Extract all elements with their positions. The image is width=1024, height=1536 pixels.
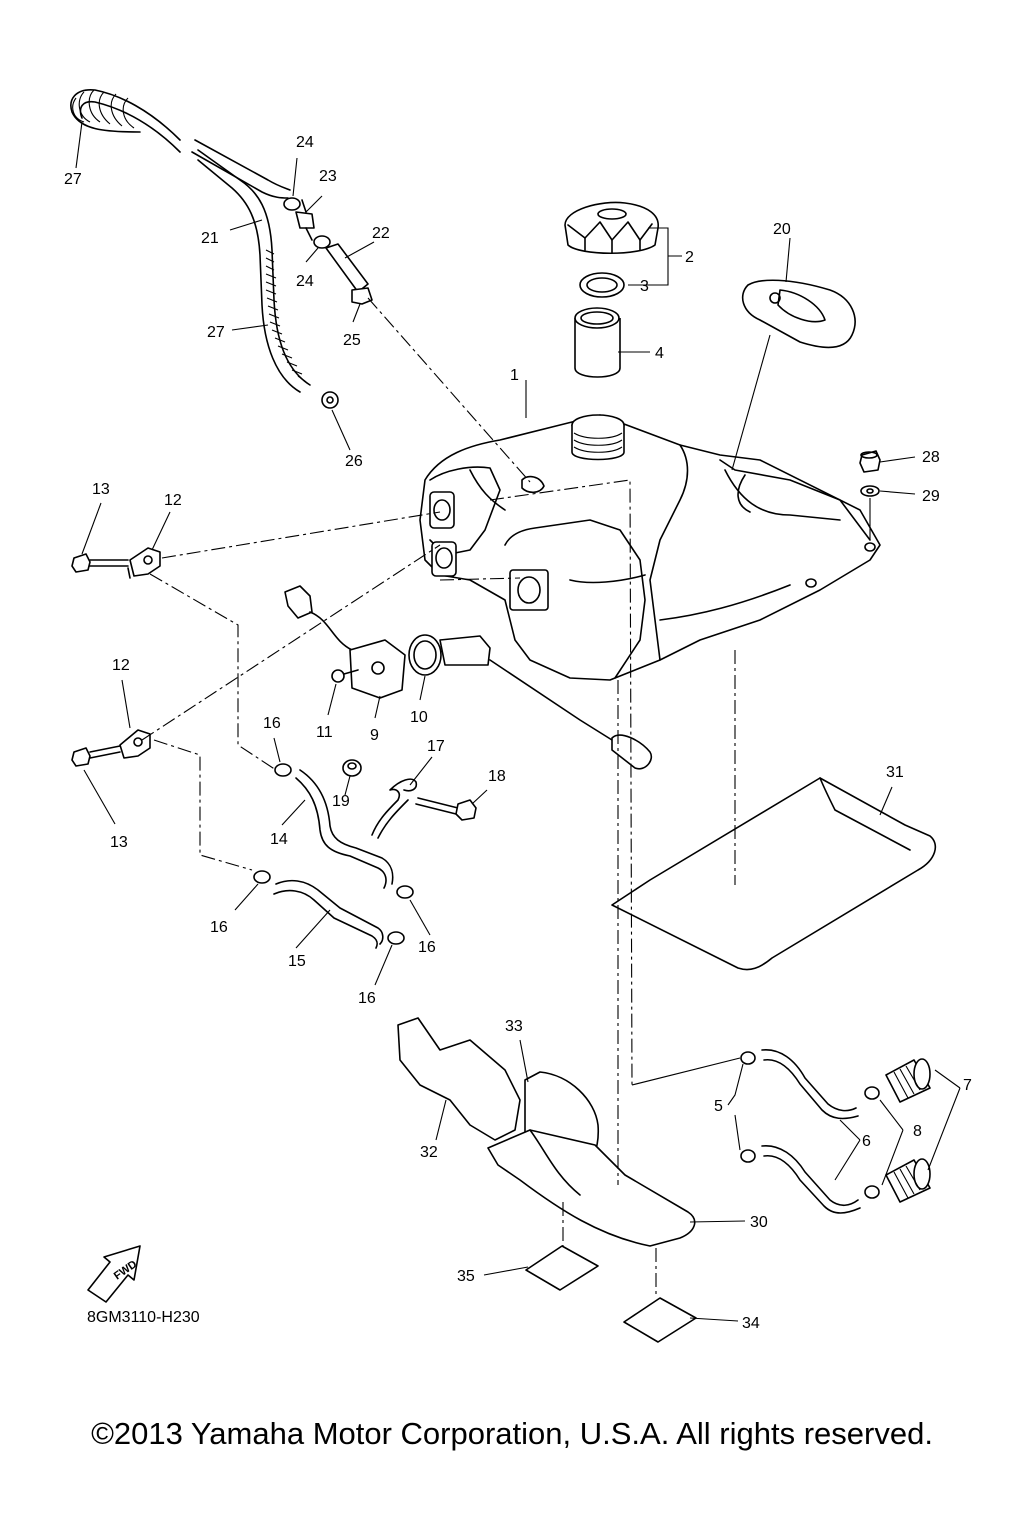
callout-12-lower: 12 <box>112 657 130 674</box>
callout-27-upper: 27 <box>64 171 82 188</box>
callout-8: 8 <box>913 1123 922 1140</box>
callout-11: 11 <box>316 724 333 741</box>
sender-unit <box>349 639 406 699</box>
bolt-upper <box>71 553 129 573</box>
callout-1: 1 <box>510 367 519 384</box>
callout-20: 20 <box>773 221 791 238</box>
breather-nipple <box>521 475 545 494</box>
bolt-18 <box>415 797 477 821</box>
guard-30 <box>487 1129 696 1247</box>
hose-guide <box>371 778 418 839</box>
callout-34: 34 <box>742 1315 760 1332</box>
callout-10: 10 <box>410 709 428 726</box>
hose-clip-upper <box>283 197 301 211</box>
callout-9: 9 <box>370 727 379 744</box>
hose-5-upper <box>740 1051 756 1065</box>
leader-lines <box>75 121 961 1322</box>
fitting-lower <box>119 729 151 759</box>
callout-13-lower: 13 <box>110 834 128 851</box>
hose-clip-lower <box>313 235 331 249</box>
callout-7: 7 <box>963 1077 972 1094</box>
callout-19: 19 <box>332 793 350 810</box>
seat-bracket <box>741 279 856 349</box>
callout-2: 2 <box>685 249 694 266</box>
callout-25: 25 <box>343 332 361 349</box>
filler-neck <box>571 414 625 461</box>
clamp-16-a <box>274 763 292 777</box>
breather-hose <box>70 89 311 393</box>
copyright-notice: ©2013 Yamaha Motor Corporation, U.S.A. A… <box>91 1416 933 1451</box>
protector-31 <box>611 777 937 971</box>
clamp-8-upper <box>864 1086 880 1100</box>
fitting-upper <box>127 547 161 579</box>
clamp-16-c <box>396 885 414 899</box>
cock-mount-lower <box>431 541 457 577</box>
callout-15: 15 <box>288 953 306 970</box>
callout-33: 33 <box>505 1018 523 1035</box>
callout-29: 29 <box>922 488 940 505</box>
callout-16-b: 16 <box>210 919 228 936</box>
assembly-lines <box>141 297 741 1298</box>
hose-joint <box>295 199 315 241</box>
callout-35: 35 <box>457 1268 475 1285</box>
callout-17: 17 <box>427 738 445 755</box>
callout-21: 21 <box>201 230 219 247</box>
clamp-8-lower <box>864 1185 880 1199</box>
clamp-16-d <box>387 931 405 945</box>
check-valve <box>351 287 373 305</box>
callout-31: 31 <box>886 764 904 781</box>
hose-clamp <box>321 391 339 409</box>
fuel-hose-14 <box>295 769 394 889</box>
callout-32: 32 <box>420 1144 438 1161</box>
sender-screw <box>331 669 359 683</box>
callout-30: 30 <box>750 1214 768 1231</box>
pad-35 <box>525 1245 599 1291</box>
nut <box>859 450 881 473</box>
drawing-code: 8GM3110-H230 <box>87 1309 200 1326</box>
callout-13-upper: 13 <box>92 481 110 498</box>
callout-16-d: 16 <box>358 990 376 1007</box>
fuel-tank <box>419 414 881 681</box>
washer <box>860 485 880 497</box>
sender-connector <box>284 585 353 651</box>
short-hose <box>325 243 369 293</box>
hose-6-lower <box>761 1145 861 1214</box>
callout-6: 6 <box>862 1133 871 1150</box>
fuel-hose-15 <box>273 879 384 949</box>
callout-28: 28 <box>922 449 940 466</box>
callout-12-upper: 12 <box>164 492 182 509</box>
callout-3: 3 <box>640 278 649 295</box>
callout-26: 26 <box>345 453 363 470</box>
callouts: 1 2 3 4 5 6 7 8 9 10 11 12 12 13 13 14 1… <box>64 134 972 1332</box>
bolt-lower <box>71 745 121 767</box>
callout-22: 22 <box>372 225 390 242</box>
hose-5-lower <box>740 1149 756 1163</box>
filler-screen <box>574 307 621 378</box>
fwd-arrow-icon: FWD <box>87 1245 141 1303</box>
callout-23: 23 <box>319 168 337 185</box>
sender-mount-plate <box>509 569 549 611</box>
callout-24-upper: 24 <box>296 134 314 151</box>
callout-4: 4 <box>655 345 664 362</box>
sender-gasket <box>408 634 442 676</box>
clamp-16-b <box>253 870 271 884</box>
callout-14: 14 <box>270 831 288 848</box>
callout-18: 18 <box>488 768 506 785</box>
callout-24-lower: 24 <box>296 273 314 290</box>
callout-16-a: 16 <box>263 715 281 732</box>
fuel-cap <box>564 201 659 255</box>
sender-float-arm <box>439 635 653 770</box>
cock-mount-upper <box>429 491 455 529</box>
collar <box>342 759 362 777</box>
callout-5: 5 <box>714 1098 723 1115</box>
hose-6-upper <box>761 1049 859 1120</box>
cap-gasket <box>579 272 625 298</box>
filter-7-lower <box>885 1158 931 1203</box>
filter-7-upper <box>885 1058 931 1103</box>
guard-32 <box>397 1017 521 1141</box>
pad-34 <box>623 1297 697 1343</box>
callout-16-c: 16 <box>418 939 436 956</box>
callout-27-lower: 27 <box>207 324 225 341</box>
